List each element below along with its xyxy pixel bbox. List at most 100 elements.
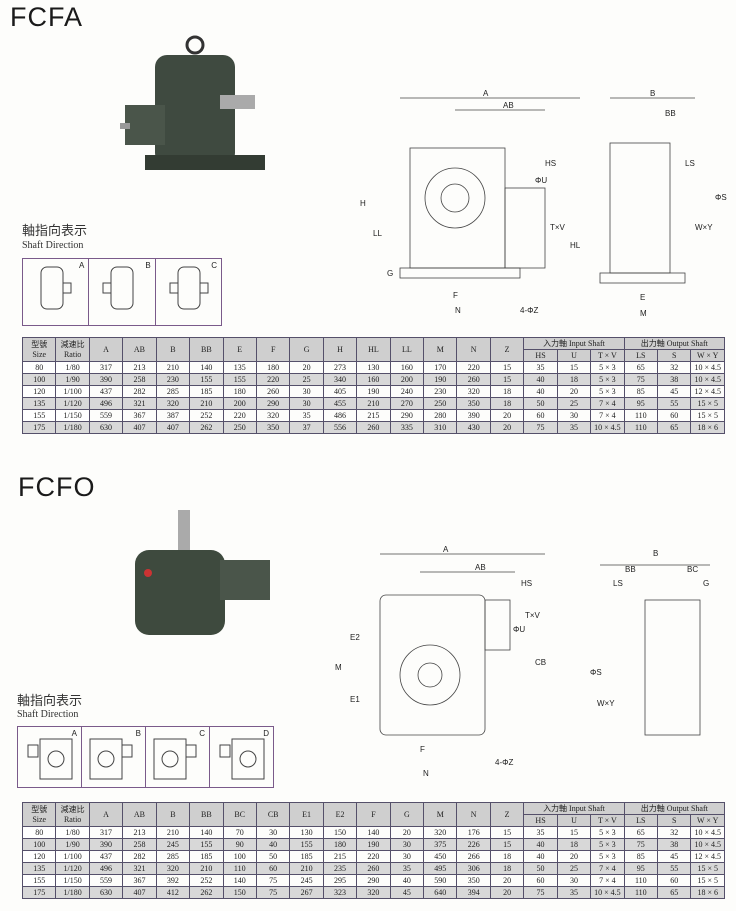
value-cell: 5 × 3: [590, 373, 625, 386]
value-cell: 45: [657, 385, 692, 398]
value-cell: 290: [255, 397, 291, 410]
value-cell: 85: [623, 850, 659, 863]
column-header: N: [456, 802, 491, 827]
ratio-cell: 1/150: [55, 874, 90, 887]
fcfo-shaft-direction-cn: 軸指向表示: [17, 694, 83, 709]
svg-text:AB: AB: [503, 101, 514, 110]
value-cell: 75: [255, 874, 291, 887]
value-cell: 25: [556, 862, 592, 875]
ratio-cell: 1/180: [55, 421, 90, 434]
svg-text:G: G: [387, 269, 393, 278]
value-cell: 140: [189, 361, 224, 374]
size-header-en: Size: [32, 814, 47, 824]
value-cell: 38: [657, 373, 692, 386]
value-cell: 220: [456, 361, 491, 374]
value-cell: 5 × 3: [590, 850, 625, 863]
ratio-cell: 1/100: [55, 385, 90, 398]
value-cell: 317: [88, 826, 124, 839]
value-cell: 18: [489, 850, 525, 863]
output-column-header: W × Y: [690, 814, 725, 827]
value-cell: 285: [155, 850, 191, 863]
ratio-cell: 1/150: [55, 409, 90, 422]
svg-text:N: N: [455, 306, 461, 315]
column-header: E1: [289, 802, 324, 827]
size-cell: 155: [21, 874, 57, 887]
value-cell: 390: [456, 409, 491, 422]
column-header: B: [155, 802, 191, 827]
fcfo-gearbox-photo: [135, 510, 270, 635]
value-cell: 320: [255, 409, 291, 422]
value-cell: 60: [523, 874, 558, 887]
value-cell: 273: [322, 361, 358, 374]
value-cell: 15: [489, 361, 525, 374]
value-cell: 50: [523, 397, 558, 410]
value-cell: 185: [189, 385, 224, 398]
value-cell: 5 × 3: [590, 385, 625, 398]
value-cell: 210: [356, 397, 391, 410]
value-cell: 220: [356, 850, 391, 863]
output-column-header: LS: [623, 349, 659, 362]
svg-text:F: F: [420, 745, 425, 754]
fcfa-shaft-direction-en: Shaft Direction: [22, 240, 84, 251]
svg-text:LL: LL: [373, 229, 382, 238]
input-shaft-group-header: 入力軸 Input Shaft: [523, 802, 625, 815]
value-cell: 20: [489, 421, 525, 434]
column-header: F: [255, 337, 291, 362]
value-cell: 100: [222, 850, 257, 863]
svg-text:4-ΦZ: 4-ΦZ: [495, 758, 513, 767]
value-cell: 60: [657, 874, 692, 887]
value-cell: 262: [189, 421, 224, 434]
value-cell: 282: [122, 385, 157, 398]
input-column-header: U: [556, 349, 592, 362]
ratio-header-en: Ratio: [63, 814, 82, 824]
value-cell: 35: [523, 361, 558, 374]
value-cell: 65: [657, 421, 692, 434]
svg-text:W×Y: W×Y: [695, 223, 713, 232]
value-cell: 30: [556, 874, 592, 887]
value-cell: 210: [155, 826, 191, 839]
value-cell: 170: [423, 361, 458, 374]
value-cell: 559: [88, 409, 124, 422]
column-header: M: [423, 337, 458, 362]
value-cell: 496: [88, 397, 124, 410]
value-cell: 405: [322, 385, 358, 398]
size-cell: 100: [21, 838, 57, 851]
value-cell: 32: [657, 826, 692, 839]
value-cell: 7 × 4: [590, 397, 625, 410]
shaft-variant-c: C: [156, 259, 221, 325]
value-cell: 252: [189, 409, 224, 422]
value-cell: 55: [657, 862, 692, 875]
value-cell: 12 × 4.5: [690, 850, 725, 863]
column-header: Z: [489, 802, 525, 827]
value-cell: 140: [189, 826, 224, 839]
value-cell: 185: [289, 850, 324, 863]
value-cell: 10 × 4.5: [690, 361, 725, 374]
value-cell: 220: [222, 409, 257, 422]
value-cell: 155: [189, 838, 224, 851]
svg-text:ΦU: ΦU: [535, 176, 547, 185]
value-cell: 390: [88, 373, 124, 386]
value-cell: 7 × 4: [590, 862, 625, 875]
value-cell: 30: [389, 850, 425, 863]
value-cell: 20: [289, 361, 324, 374]
value-cell: 20: [556, 385, 592, 398]
column-header: Z: [489, 337, 525, 362]
value-cell: 90: [222, 838, 257, 851]
svg-text:HL: HL: [570, 241, 581, 250]
value-cell: 335: [389, 421, 425, 434]
value-cell: 437: [88, 385, 124, 398]
size-cell: 120: [21, 850, 57, 863]
value-cell: 18: [556, 373, 592, 386]
column-header: HL: [356, 337, 391, 362]
value-cell: 258: [122, 838, 157, 851]
column-header: A: [88, 337, 124, 362]
value-cell: 450: [423, 850, 458, 863]
value-cell: 245: [289, 874, 324, 887]
value-cell: 387: [155, 409, 191, 422]
shaft-variant-c: C: [146, 727, 210, 787]
ratio-cell: 1/180: [55, 886, 90, 899]
